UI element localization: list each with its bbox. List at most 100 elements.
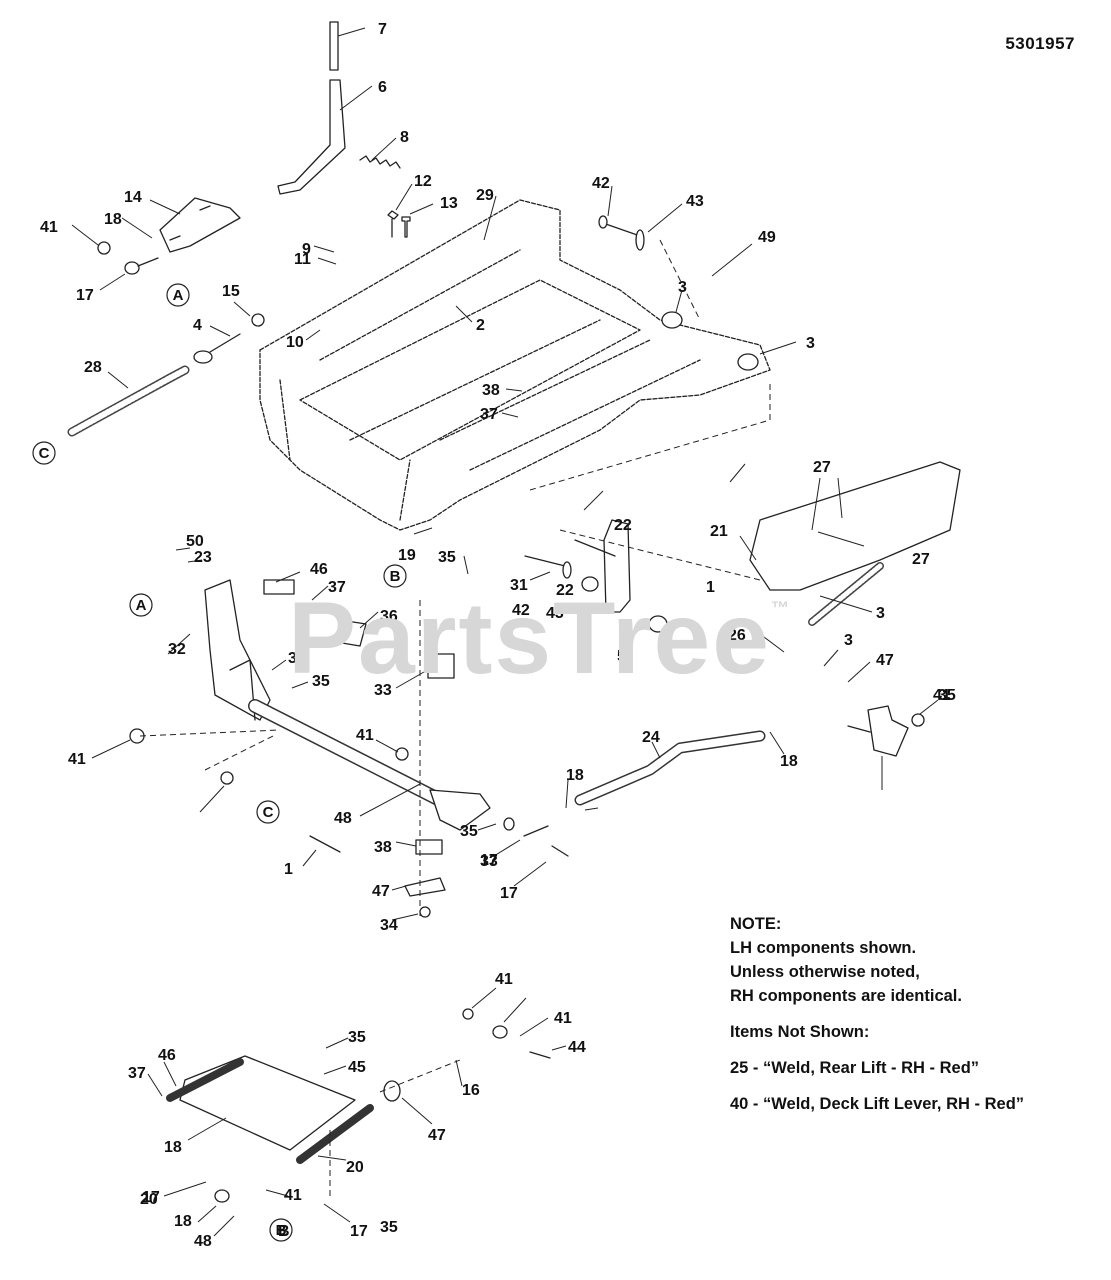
callout-label: 7 (378, 21, 387, 38)
reference-letter-c: C (39, 445, 50, 462)
lever-part-6 (277, 79, 346, 195)
callout-label: 43 (686, 193, 704, 210)
rod-end-part-17 (523, 825, 549, 837)
callout-label: 29 (476, 187, 494, 204)
callout-label: 18 (566, 767, 584, 784)
callout-label: 31 (510, 577, 528, 594)
bolt-part-47-low (529, 1051, 551, 1059)
clamp-part-33-top (427, 653, 455, 679)
reference-letter-b: B (276, 1222, 287, 1239)
callout-label: 5 (617, 648, 626, 665)
callout-label: 18 (780, 753, 798, 770)
callout-label: 10 (286, 334, 304, 351)
callout-label: 22 (556, 582, 574, 599)
rear-bracket-part-30 (847, 705, 909, 757)
callout-label: 38 (482, 382, 500, 399)
callout-label: 43 (546, 605, 564, 622)
callout-label: 1 (284, 861, 293, 878)
callout-label: 41 (933, 687, 951, 704)
callout-label: 12 (414, 173, 432, 190)
bolt-part-17 (124, 257, 159, 275)
clamp-part-33-bot (415, 839, 443, 855)
callout-label: 20 (346, 1159, 364, 1176)
rod-part-7 (329, 21, 339, 71)
callout-label: 44 (568, 1039, 586, 1056)
notes-block: NOTE: LH components shown. Unless otherw… (730, 912, 1024, 1116)
callout-label: 22 (614, 517, 632, 534)
callout-label: 17 (480, 852, 498, 869)
nut-part-1-bot (419, 906, 431, 918)
callout-label: 41 (40, 219, 58, 236)
callout-label: 34 (380, 917, 398, 934)
callout-label: 1 (706, 579, 715, 596)
bolt-part-19 (309, 835, 341, 853)
callout-label: 3 (806, 335, 815, 352)
arm-bracket-right (429, 789, 491, 831)
reference-letter-b: B (390, 568, 401, 585)
callout-label: 41 (495, 971, 513, 988)
spring-part-26 (808, 562, 884, 626)
reference-letter-c: C (263, 804, 274, 821)
callout-labels: 7681213141841172942434911910233154283837… (39, 21, 956, 1250)
callout-label: 18 (104, 211, 122, 228)
callout-label: 17 (500, 885, 518, 902)
spring-part-28 (67, 365, 190, 437)
callout-label: 38 (374, 839, 392, 856)
callout-label: 47 (372, 883, 390, 900)
callout-label: 23 (194, 549, 212, 566)
callout-label: 19 (398, 547, 416, 564)
callout-label: 37 (328, 579, 346, 596)
callout-label: 41 (356, 727, 374, 744)
callout-label: B (278, 1223, 290, 1240)
bolt-part-17-bot (214, 1189, 230, 1203)
callout-label: 46 (310, 561, 328, 578)
callout-label: 48 (334, 810, 352, 827)
notes-line: Unless otherwise noted, (730, 963, 920, 981)
main-frame (259, 199, 771, 531)
washer-part-16 (383, 1080, 401, 1102)
items-not-shown-heading: Items Not Shown: (730, 1023, 870, 1041)
nut-part-41-low (462, 1008, 474, 1020)
callout-label: 37 (128, 1065, 146, 1082)
latch-part-31 (263, 579, 295, 595)
callout-label: 35 (438, 549, 456, 566)
callout-label: 3 (844, 632, 853, 649)
callout-label: 17 (350, 1223, 368, 1240)
callout-label: 28 (84, 359, 102, 376)
bushing-part-3-b (737, 353, 759, 371)
bolt-part-42-mid (524, 555, 572, 579)
callout-label: 24 (642, 729, 660, 746)
bracket-part-14 (159, 197, 241, 253)
callout-label: 46 (158, 1047, 176, 1064)
side-plate-rh (749, 461, 961, 591)
callout-label: 39 (288, 650, 306, 667)
callout-label: 20 (140, 1191, 158, 1208)
nut-part-41-a (97, 241, 111, 255)
callout-label: 26 (728, 627, 746, 644)
callout-label: 49 (758, 229, 776, 246)
callout-label: 14 (124, 189, 142, 206)
bushing-part-3-a (661, 311, 683, 329)
ref-circles (32, 283, 407, 1242)
callout-label: 42 (512, 602, 530, 619)
callout-label: 35 (460, 823, 478, 840)
callout-label: 35 (938, 687, 956, 704)
notes-line: LH components shown. (730, 939, 917, 957)
cross-shaft-part-48 (248, 699, 447, 807)
watermark-text: PartsTree (288, 581, 771, 695)
watermark-trademark: ™ (770, 598, 791, 618)
notes-line: RH components are identical. (730, 987, 962, 1005)
callout-label: 13 (440, 195, 458, 212)
rod-end-part-17-low (492, 1025, 508, 1039)
callout-label: 4 (193, 317, 202, 334)
callout-label: 15 (222, 283, 240, 300)
callout-label: 35 (312, 673, 330, 690)
callout-label: 3 (876, 605, 885, 622)
nut-part-18-a (220, 771, 234, 785)
pins-part-12-13 (387, 210, 411, 238)
deck-lift-lever-left (204, 579, 271, 721)
bushing-part-3-d (648, 615, 668, 633)
callout-label: 41 (554, 1010, 572, 1027)
reference-letter-a: A (173, 287, 184, 304)
not-shown-item: 25 - “Weld, Rear Lift - RH - Red” (730, 1059, 980, 1077)
